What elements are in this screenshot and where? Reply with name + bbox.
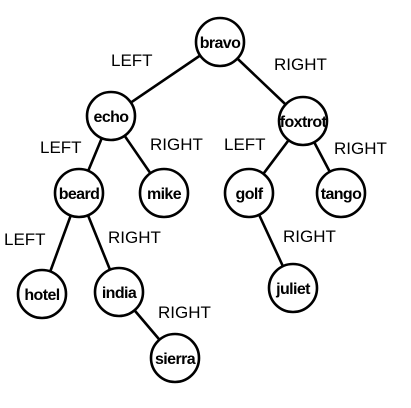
- node-label-bravo: bravo: [200, 35, 241, 52]
- node-label-foxtrot: foxtrot: [280, 114, 328, 131]
- edge-label-echo-beard: LEFT: [40, 138, 82, 157]
- node-label-golf: golf: [236, 186, 264, 203]
- node-mike: mike: [138, 167, 190, 219]
- node-circle-hotel: [16, 268, 68, 320]
- edge-label-golf-juliet: RIGHT: [283, 227, 336, 246]
- node-circle-mike: [138, 167, 190, 219]
- edge-label-bravo-foxtrot: RIGHT: [274, 55, 327, 74]
- node-foxtrot: foxtrot: [277, 95, 329, 147]
- node-label-juliet: juliet: [275, 281, 311, 298]
- node-label-beard: beard: [59, 186, 100, 203]
- node-label-sierra: sierra: [155, 351, 196, 368]
- node-circle-sierra: [149, 332, 201, 384]
- edge-label-beard-india: RIGHT: [108, 228, 161, 247]
- node-label-hotel: hotel: [24, 287, 59, 304]
- edge-label-foxtrot-golf: LEFT: [224, 135, 266, 154]
- node-circle-india: [93, 266, 145, 318]
- edge-label-bravo-echo: LEFT: [111, 51, 153, 70]
- node-echo: echo: [85, 90, 137, 142]
- node-circle-golf: [223, 167, 275, 219]
- node-india: india: [93, 266, 145, 318]
- nodes-layer: bravo echo foxtrot beard mike golf tango hotel i…: [16, 16, 367, 384]
- edge-label-india-sierra: RIGHT: [158, 303, 211, 322]
- node-sierra: sierra: [149, 332, 201, 384]
- node-hotel: hotel: [16, 268, 68, 320]
- edge-label-beard-hotel: LEFT: [4, 230, 46, 249]
- edge-labels-layer: LEFT RIGHT LEFT RIGHT LEFT RIGHT LEFT RIGHT RIGH…: [4, 51, 387, 322]
- node-circle-juliet: [267, 262, 319, 314]
- node-juliet: juliet: [267, 262, 319, 314]
- node-circle-bravo: [194, 16, 246, 68]
- node-tango: tango: [315, 167, 367, 219]
- node-label-tango: tango: [321, 186, 362, 203]
- edge-label-echo-mike: RIGHT: [150, 135, 203, 154]
- node-beard: beard: [53, 167, 105, 219]
- node-label-india: india: [102, 285, 137, 302]
- node-bravo: bravo: [194, 16, 246, 68]
- node-label-mike: mike: [147, 186, 182, 203]
- node-circle-tango: [315, 167, 367, 219]
- node-golf: golf: [223, 167, 275, 219]
- node-circle-foxtrot: [277, 95, 329, 147]
- node-circle-beard: [53, 167, 105, 219]
- edge-label-foxtrot-tango: RIGHT: [334, 139, 387, 158]
- node-label-echo: echo: [94, 109, 130, 126]
- node-circle-echo: [85, 90, 137, 142]
